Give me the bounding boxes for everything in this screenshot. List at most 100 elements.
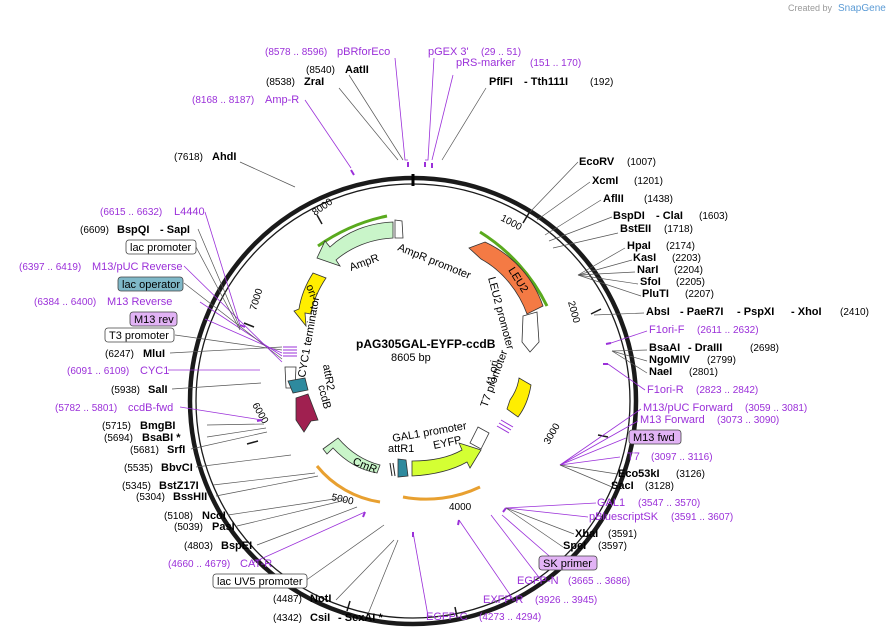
pbrforeco-pos: (8578 .. 8596) (265, 47, 327, 58)
tick-label-6000: 6000 (249, 401, 270, 426)
ccdb-arrow[interactable] (295, 393, 319, 433)
sapi-name: SapI (167, 224, 190, 236)
ampr-arrow[interactable] (316, 221, 394, 267)
tick-label-1000: 1000 (499, 213, 524, 233)
sk-primer-box[interactable] (538, 555, 598, 571)
m13puc-rev-pos: (6397 .. 6419) (19, 262, 81, 273)
l4440-label: L4440 (174, 206, 205, 218)
srfi-label: SrfI (167, 444, 185, 456)
m13-rev-label: M13 rev (134, 314, 174, 326)
f1-ori-label: f1 ori (485, 359, 501, 385)
draiii-name: DraIII (695, 342, 723, 354)
mlui-pos: (6247) (105, 349, 134, 360)
plasmid-name: pAG305GAL-EYFP-ccdB (356, 337, 496, 351)
tick-label-4000: 4000 (449, 502, 472, 513)
plut1-label: PluTI (642, 288, 669, 300)
clai-name: ClaI (663, 210, 683, 222)
bmgbi-label: BmgBI (140, 420, 175, 432)
m13-reverse-pos: (6384 .. 6400) (34, 297, 96, 308)
spei-label: SpeI (563, 540, 586, 552)
bspqi-pos: (6609) (80, 225, 109, 236)
m13-rev-box[interactable] (129, 311, 178, 327)
cmr-arrow[interactable] (322, 437, 381, 474)
saci-pos: (3128) (645, 481, 674, 492)
lac-operator-box[interactable] (117, 276, 184, 292)
sfoi-label: SfoI (640, 276, 661, 288)
bsshii-pos: (5304) (136, 492, 165, 503)
csii-label: CsiI (310, 612, 330, 624)
ahdi-label: AhdI (212, 151, 236, 163)
f1-ori-arrow[interactable] (506, 377, 532, 418)
nari-pos: (2204) (674, 265, 703, 276)
bspdi-pos: (1603) (699, 211, 728, 222)
xcmi-label: XcmI (592, 175, 618, 187)
clai-label: - ClaI (656, 210, 683, 222)
noti-pos: (4487) (273, 594, 302, 605)
srfi-pos: (5681) (130, 445, 159, 456)
aatii-label: AatII (345, 64, 369, 76)
absi-pos: (2410) (840, 307, 869, 318)
ccdbfwd-label: ccdB-fwd (128, 402, 173, 414)
aatii-pos: (8540) (306, 65, 335, 76)
cyc1-label: CYC1 (140, 365, 169, 377)
tick-label-3000: 3000 (542, 421, 563, 446)
aflii-label: AflII (603, 193, 624, 205)
aflii-pos: (1438) (644, 194, 673, 205)
ampr-promoter-label: AmpR promoter (396, 242, 473, 282)
leu2-promoter-arrow (521, 311, 540, 353)
lac-operator-label: lac operator (122, 279, 180, 291)
pspxi-label: - PspXI (737, 306, 774, 318)
bsteii-pos: (1718) (664, 224, 693, 235)
lacuv5-box[interactable] (212, 573, 308, 589)
sapi-label: - SapI (160, 224, 190, 236)
attr1-label: attR1 (388, 443, 414, 455)
t3-promoter-box[interactable] (104, 327, 175, 343)
tth111i-label: - Tth111I (524, 76, 568, 88)
sali-label: SalI (148, 384, 168, 396)
xcmi-pos: (1201) (634, 176, 663, 187)
m13-reverse-label: M13 Reverse (107, 296, 172, 308)
prs-marker-pos: (151 .. 170) (530, 58, 581, 69)
bsteii-label: BstEII (620, 223, 651, 235)
pgex3-label: pGEX 3' (428, 46, 469, 58)
bbvci-label: BbvCI (161, 462, 193, 474)
xbai-pos: (3591) (608, 529, 637, 540)
spei-pos: (3597) (598, 541, 627, 552)
attr2-arrow (287, 377, 309, 394)
egfpn-pos: (3665 .. 3686) (568, 576, 630, 587)
feature-markers (239, 162, 612, 537)
sali-pos: (5938) (111, 385, 140, 396)
eyfp-arrow[interactable] (411, 442, 482, 477)
bspei-pos: (4803) (184, 541, 213, 552)
leu2-arc (479, 230, 549, 307)
ecorv-label: EcoRV (579, 156, 615, 168)
tick-marks (243, 212, 609, 618)
lac-promoter-label: lac promoter (130, 242, 191, 254)
lac-promoter-box[interactable] (125, 239, 197, 255)
prs-marker-label: pRS-marker (456, 57, 516, 69)
leu2-arrow[interactable] (468, 241, 544, 315)
f1orif-label: F1ori-F (649, 324, 685, 336)
t7-promoter-label: T7 promoter (479, 348, 511, 409)
zrai-label: ZraI (304, 76, 324, 88)
ori-arrow[interactable] (293, 272, 327, 328)
m13fwd-box[interactable] (628, 429, 682, 445)
gal1-promoter-arrow (469, 426, 490, 450)
eco53ki-pos: (3126) (676, 469, 705, 480)
egfpc-pos: (4273 .. 4294) (479, 612, 541, 623)
bspqi-label: BspQI (117, 224, 149, 236)
ampr-arc (317, 214, 388, 248)
draiii-label: - DraIII (688, 342, 722, 354)
t7-primer-pos: (3097 .. 3116) (651, 452, 713, 463)
tick-label-7000: 7000 (248, 287, 265, 312)
pspxi-name: PspXI (744, 306, 775, 318)
f1orir-label: F1ori-R (647, 384, 684, 396)
ncoi-label: NcoI (202, 510, 226, 522)
kasi-pos: (2203) (672, 253, 701, 264)
attr1-arrow (397, 458, 409, 478)
bsabi-name: BsaBI (142, 432, 173, 444)
m13puc-fwd-pos: (3059 .. 3081) (745, 403, 807, 414)
zrai-pos: (8538) (266, 77, 295, 88)
bstz17i-pos: (5345) (122, 481, 151, 492)
naei-pos: (2801) (689, 367, 718, 378)
